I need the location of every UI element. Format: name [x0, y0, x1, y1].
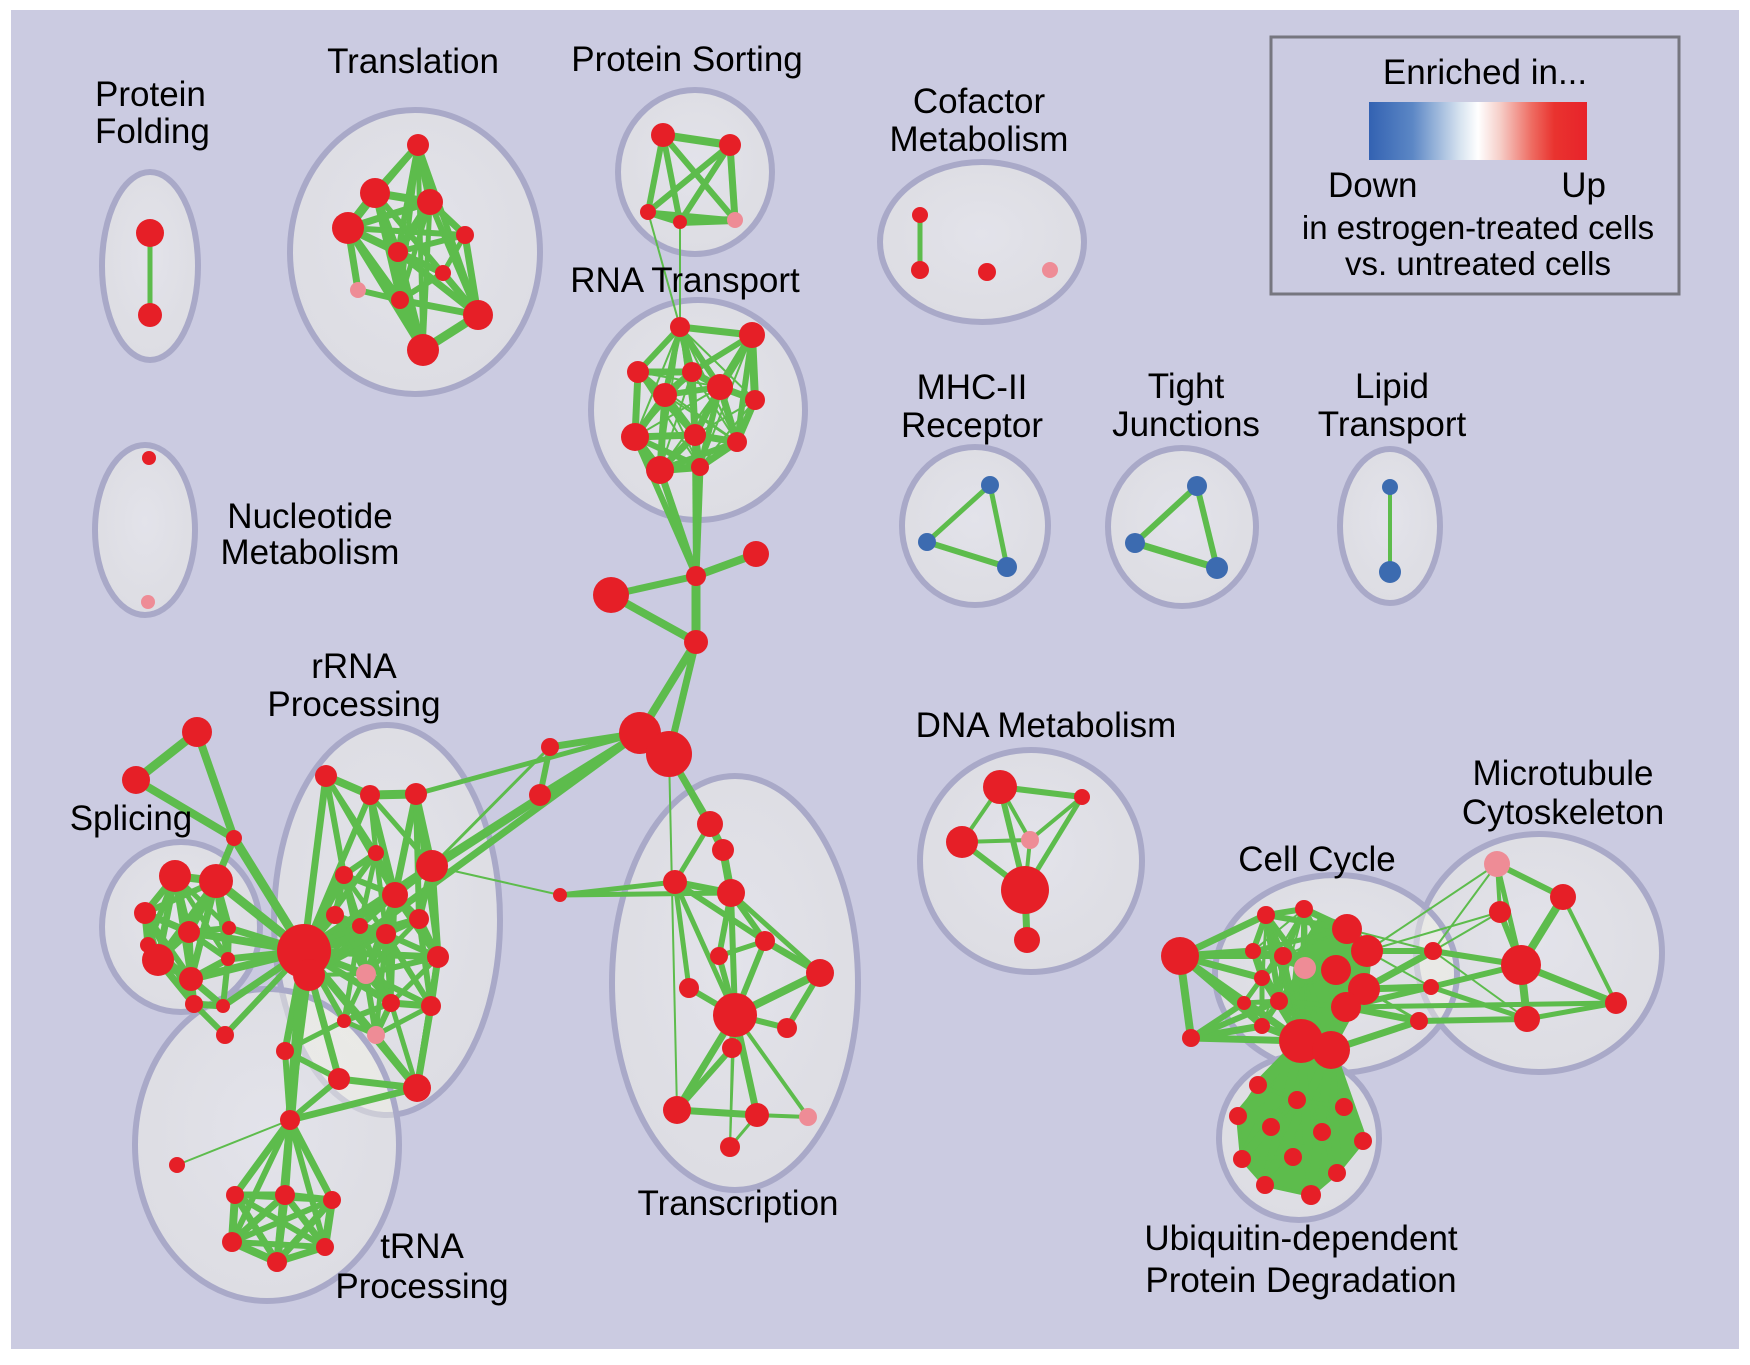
svg-text:Splicing: Splicing	[70, 799, 193, 838]
svg-text:Lipid: Lipid	[1355, 367, 1429, 406]
svg-text:MHC-II: MHC-II	[917, 368, 1028, 407]
svg-text:Processing: Processing	[335, 1267, 508, 1306]
svg-text:DNA Metabolism: DNA Metabolism	[916, 706, 1177, 745]
svg-text:Metabolism: Metabolism	[890, 120, 1069, 159]
svg-text:Junctions: Junctions	[1112, 405, 1260, 444]
svg-text:Transcription: Transcription	[638, 1184, 839, 1223]
svg-text:Metabolism: Metabolism	[221, 533, 400, 572]
svg-text:Translation: Translation	[327, 42, 499, 81]
svg-text:Processing: Processing	[267, 685, 440, 724]
svg-text:Cofactor: Cofactor	[913, 82, 1046, 121]
svg-text:Transport: Transport	[1318, 405, 1467, 444]
svg-text:Folding: Folding	[95, 112, 210, 151]
svg-text:tRNA: tRNA	[380, 1227, 464, 1266]
svg-text:Ubiquitin-dependent: Ubiquitin-dependent	[1144, 1219, 1458, 1258]
svg-text:in estrogen-treated cells: in estrogen-treated cells	[1302, 209, 1654, 246]
svg-text:Protein Sorting: Protein Sorting	[571, 40, 803, 79]
svg-text:Cell Cycle: Cell Cycle	[1238, 840, 1396, 879]
svg-text:Cytoskeleton: Cytoskeleton	[1462, 793, 1664, 832]
svg-text:Up: Up	[1561, 166, 1606, 205]
svg-text:vs. untreated cells: vs. untreated cells	[1345, 245, 1611, 282]
svg-text:Microtubule: Microtubule	[1473, 754, 1654, 793]
svg-text:rRNA: rRNA	[311, 647, 397, 686]
svg-text:Tight: Tight	[1148, 367, 1225, 406]
svg-text:Receptor: Receptor	[901, 406, 1043, 445]
svg-text:Protein: Protein	[95, 75, 206, 114]
svg-text:Down: Down	[1328, 166, 1417, 205]
svg-text:Enriched in...: Enriched in...	[1383, 53, 1587, 92]
svg-text:Protein Degradation: Protein Degradation	[1145, 1261, 1456, 1300]
svg-text:RNA Transport: RNA Transport	[570, 261, 800, 300]
svg-text:Nucleotide: Nucleotide	[227, 497, 392, 536]
